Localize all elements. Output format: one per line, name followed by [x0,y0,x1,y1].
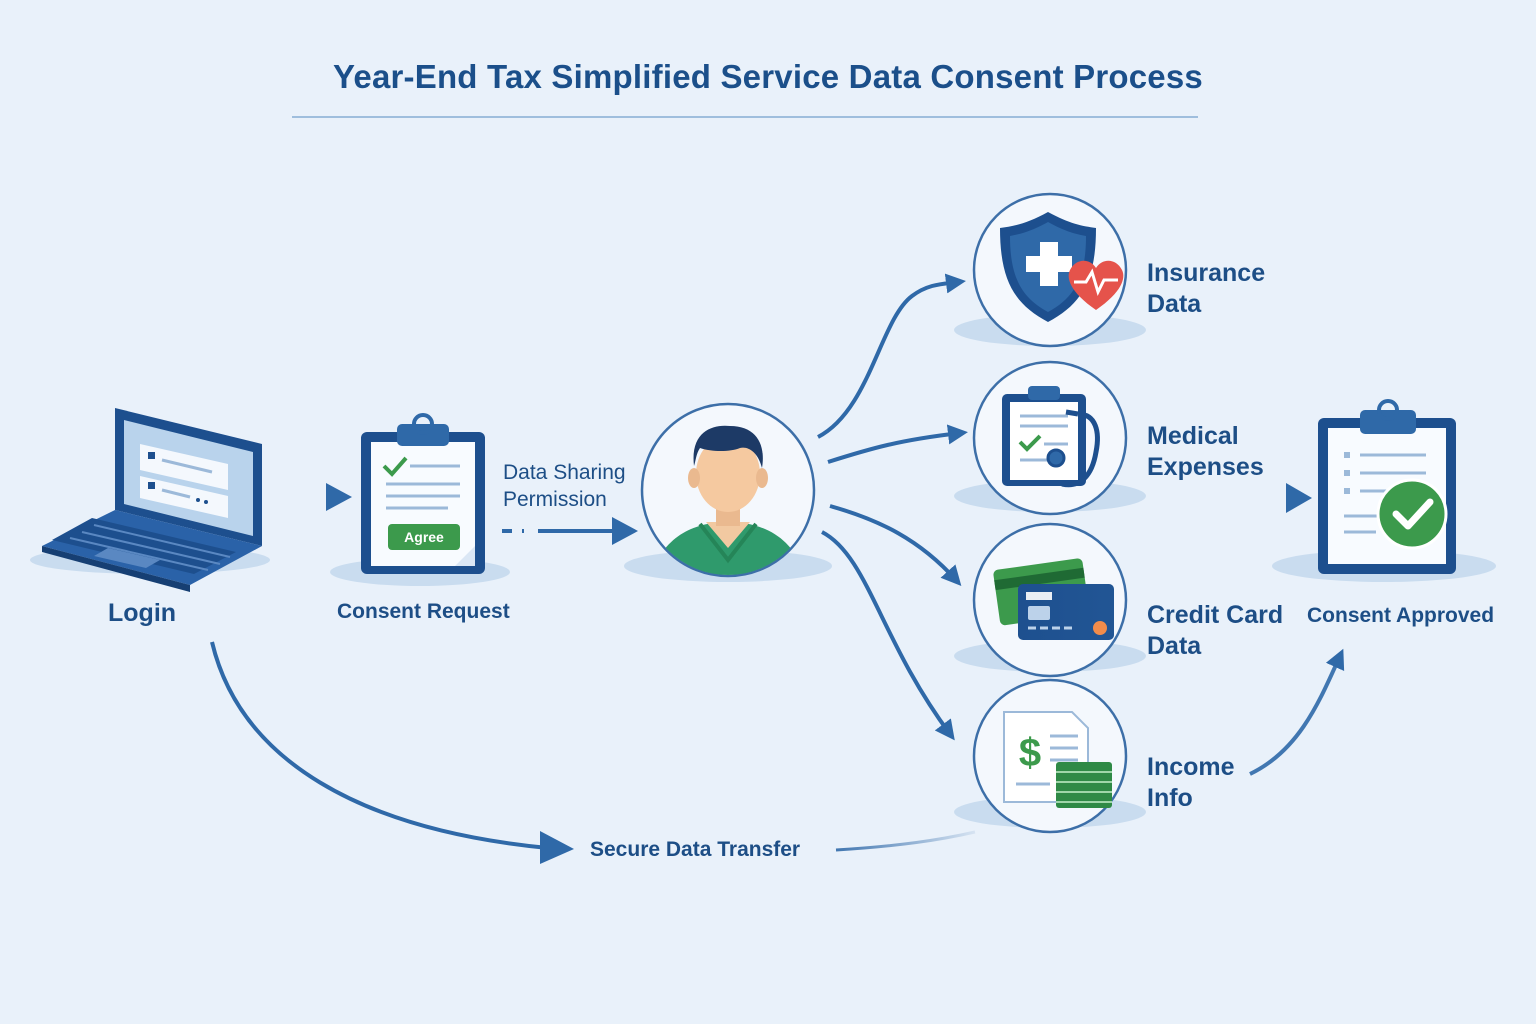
label-line: Income [1147,752,1235,783]
arrow-head [612,517,638,545]
label-insurance-data: Insurance Data [1147,258,1265,320]
label-secure-data-transfer: Secure Data Transfer [590,836,800,863]
agree-button-label: Agree [404,529,444,545]
step-label-consent-approved: Consent Approved [1307,602,1494,629]
label-line: Data [1147,631,1283,662]
clipboard-stethoscope-icon [954,362,1146,514]
svg-text:$: $ [1019,731,1041,775]
arrow-secure-transfer [212,642,548,848]
label-medical-expenses: Medical Expenses [1147,421,1264,483]
arrow-income-to-approved [1250,656,1340,774]
laptop-login-icon [30,408,270,592]
user-avatar-icon [624,404,832,582]
step-label-login: Login [108,598,176,629]
arrow-user-to-credit [830,506,956,580]
arrow-user-to-medical [828,433,960,462]
income-document-icon: $ [954,680,1146,832]
label-data-sharing-line2: Permission [503,486,626,513]
shield-heart-icon [954,194,1146,346]
credit-card-icon [954,524,1146,676]
arrow-head [1286,483,1312,513]
label-line: Credit Card [1147,600,1283,631]
arrow-head [540,831,574,864]
approved-clipboard-icon [1272,401,1496,582]
arrow-head [326,483,352,511]
label-line: Expenses [1147,452,1264,483]
arrow-user-to-insurance [818,282,958,437]
arrow-secure-transfer-tail [836,832,975,850]
label-income-info: Income Info [1147,752,1235,814]
clipboard-consent-icon: Agree [330,415,510,586]
step-label-consent-request: Consent Request [337,598,510,625]
label-line: Insurance [1147,258,1265,289]
label-line: Medical [1147,421,1264,452]
label-line: Info [1147,783,1235,814]
label-data-sharing-line1: Data Sharing [503,459,626,486]
label-credit-card-data: Credit Card Data [1147,600,1283,662]
arrow-user-to-income [822,532,950,734]
label-data-sharing-permission: Data Sharing Permission [503,459,626,513]
label-line: Data [1147,289,1265,320]
